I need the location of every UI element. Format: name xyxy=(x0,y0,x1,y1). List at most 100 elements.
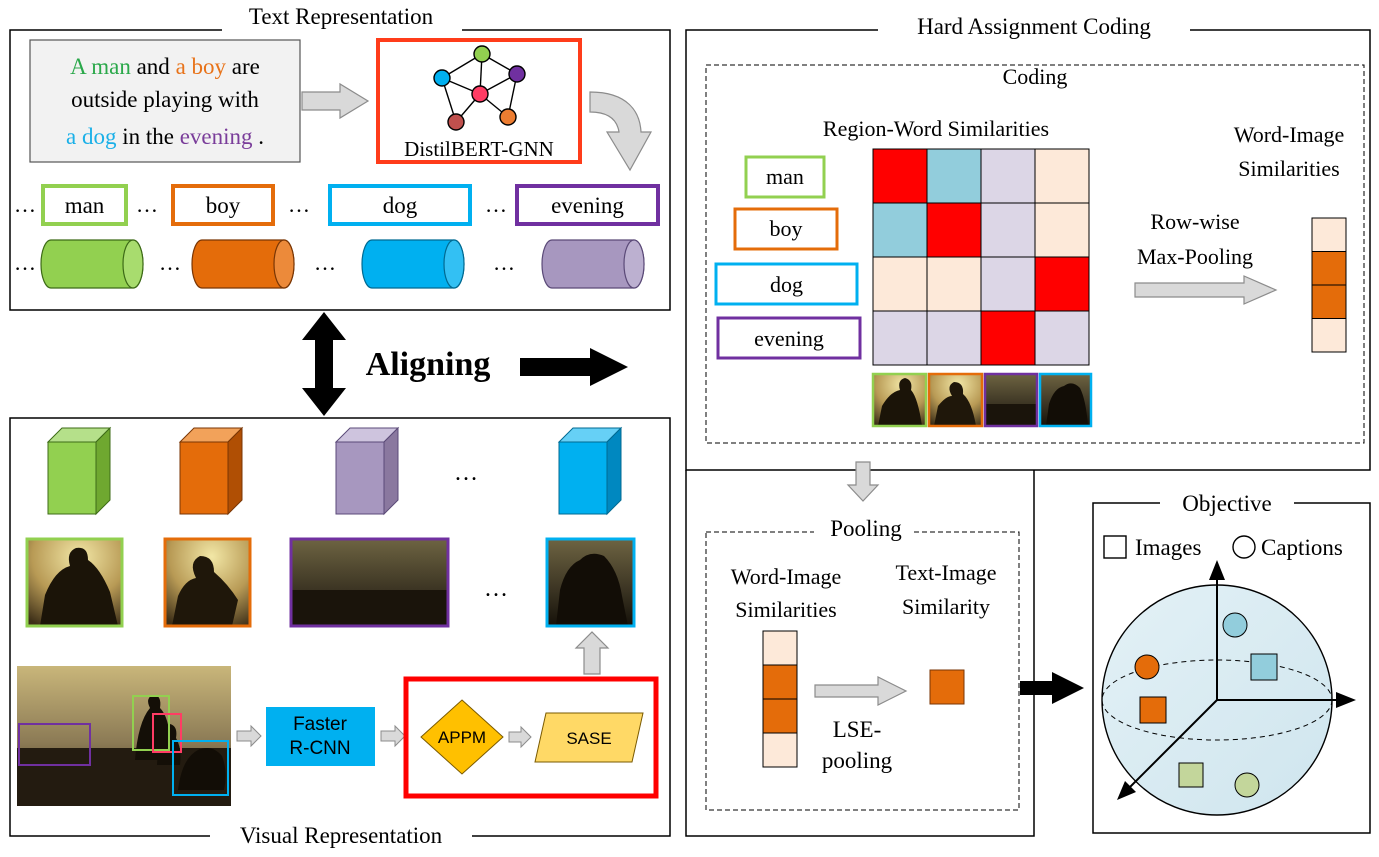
vector-cell xyxy=(1311,217,1347,252)
caption-to-model-arrow xyxy=(301,82,370,120)
coding-word-label: boy xyxy=(770,216,803,241)
word-boxes-row: … man … boy … dog … evening xyxy=(14,184,660,226)
visual-representation-panel: Visual Representation … xyxy=(9,417,671,850)
word-label: evening xyxy=(551,193,624,218)
word-box-man xyxy=(41,184,128,226)
region-feature-cube-green-icon xyxy=(46,426,112,516)
region-crop-dog xyxy=(545,537,636,628)
ellipsis: … xyxy=(14,250,36,275)
detector-to-module-arrow xyxy=(380,724,406,748)
ellipsis: … xyxy=(288,192,310,217)
axis-diagonal-arrowhead-icon xyxy=(1117,781,1136,800)
hard-assignment-panel: Hard Assignment Coding Coding Region-Wor… xyxy=(685,14,1371,471)
pooling-outer-frame xyxy=(685,470,1035,837)
sase-parallelogram xyxy=(534,712,644,763)
ellipsis: … xyxy=(159,250,181,275)
objective-panel: Objective Images Captions xyxy=(1092,488,1371,834)
caption-point-orange xyxy=(1134,654,1160,680)
thumb-man xyxy=(871,372,928,428)
text-image-label-1: Text-Image xyxy=(895,560,996,585)
text-image-label-2: Similarity xyxy=(902,594,990,619)
matrix-cell xyxy=(1034,256,1090,312)
ellipsis: … xyxy=(484,576,508,602)
caption-part: evening xyxy=(180,124,253,149)
coding-dashed-frame xyxy=(705,64,1365,444)
appm-label: APPM xyxy=(438,728,486,747)
faster-rcnn-box xyxy=(266,707,375,766)
region-crop-evening xyxy=(289,537,450,628)
pooling-similarity-vector xyxy=(762,630,798,768)
appm-to-sase-arrow xyxy=(508,725,532,749)
caption-line-3: a dog in the evening . xyxy=(66,124,264,149)
word-embeddings-row: … … … … xyxy=(14,239,645,289)
caption-point-cyan xyxy=(1222,612,1248,638)
coding-word-box-man xyxy=(744,155,826,199)
captions-legend-label: Captions xyxy=(1261,535,1343,560)
ellipsis: … xyxy=(14,192,36,217)
vector-cell xyxy=(762,732,798,768)
vector-cell xyxy=(1311,251,1347,286)
matrix-cell xyxy=(1034,310,1090,366)
axis-right-arrowhead-icon xyxy=(1336,692,1356,708)
ellipsis: … xyxy=(314,250,336,275)
word-box-evening xyxy=(515,184,660,226)
word-label: man xyxy=(65,193,105,218)
curved-down-arrow xyxy=(589,91,653,172)
caption-part: in the xyxy=(116,124,179,149)
row-wise-label-2: Max-Pooling xyxy=(1137,244,1253,269)
caption-part: a dog xyxy=(66,124,117,149)
region-word-label: Region-Word Similarities xyxy=(823,116,1049,141)
scene-photo xyxy=(17,666,231,806)
row-wise-label-1: Row-wise xyxy=(1150,209,1239,234)
pooling-word-image-2: Similarities xyxy=(735,597,836,622)
matrix-cell xyxy=(926,202,982,258)
captions-legend-circle xyxy=(1232,535,1256,559)
matrix-cell xyxy=(926,310,982,366)
ellipsis: … xyxy=(485,192,507,217)
image-point-orange xyxy=(1139,696,1167,724)
detector-label-1: Faster xyxy=(293,714,348,735)
up-arrow xyxy=(574,631,610,675)
pooling-word-image-1: Word-Image xyxy=(731,564,842,589)
ellipsis: … xyxy=(493,250,515,275)
word-box-boy xyxy=(171,184,275,226)
image-point-cyan xyxy=(1250,653,1278,681)
caption-line-2: outside playing with xyxy=(71,87,259,112)
word-image-label-2: Similarities xyxy=(1238,156,1339,181)
matrix-cell xyxy=(1034,148,1090,204)
embedding-cylinder-evening-icon xyxy=(541,239,645,289)
thumb-evening xyxy=(983,372,1039,428)
detector-label-2: R-CNN xyxy=(289,738,350,759)
matrix-cell xyxy=(926,148,982,204)
lse-arrow xyxy=(814,676,908,706)
caption-line-1: A man and a boy are xyxy=(70,54,260,79)
word-image-label-1: Word-Image xyxy=(1234,122,1345,147)
lse-label-2: pooling xyxy=(822,748,893,773)
caption-part: . xyxy=(253,124,265,149)
aligning-label: Aligning xyxy=(366,346,491,383)
row-wise-arrow xyxy=(1134,275,1278,305)
matrix-cell xyxy=(980,310,1036,366)
vector-cell xyxy=(762,698,798,734)
text-representation-panel: Text Representation A man and a boy are … xyxy=(9,4,671,311)
caption-point-green xyxy=(1234,772,1260,798)
thumb-boy xyxy=(927,372,984,428)
region-crop-boy xyxy=(163,537,252,628)
appm-diamond xyxy=(420,699,504,775)
coding-word-box-boy xyxy=(733,207,839,251)
word-label: boy xyxy=(206,193,241,218)
vector-cell xyxy=(762,664,798,700)
ellipsis: … xyxy=(136,192,158,217)
matrix-region-thumbnails xyxy=(871,372,1093,428)
model-label: DistilBERT-GNN xyxy=(404,137,554,161)
vector-cell xyxy=(762,630,798,666)
lse-label-1: LSE- xyxy=(833,717,882,742)
vector-cell xyxy=(1311,284,1347,319)
caption-box xyxy=(29,39,301,163)
images-legend-label: Images xyxy=(1135,535,1201,560)
region-word-similarity-matrix xyxy=(872,148,1090,366)
word-box-dog xyxy=(328,184,472,226)
aligning-right-arrow xyxy=(520,348,628,386)
caption-part: outside playing with xyxy=(71,87,259,112)
objective-title: Objective xyxy=(1182,491,1271,516)
